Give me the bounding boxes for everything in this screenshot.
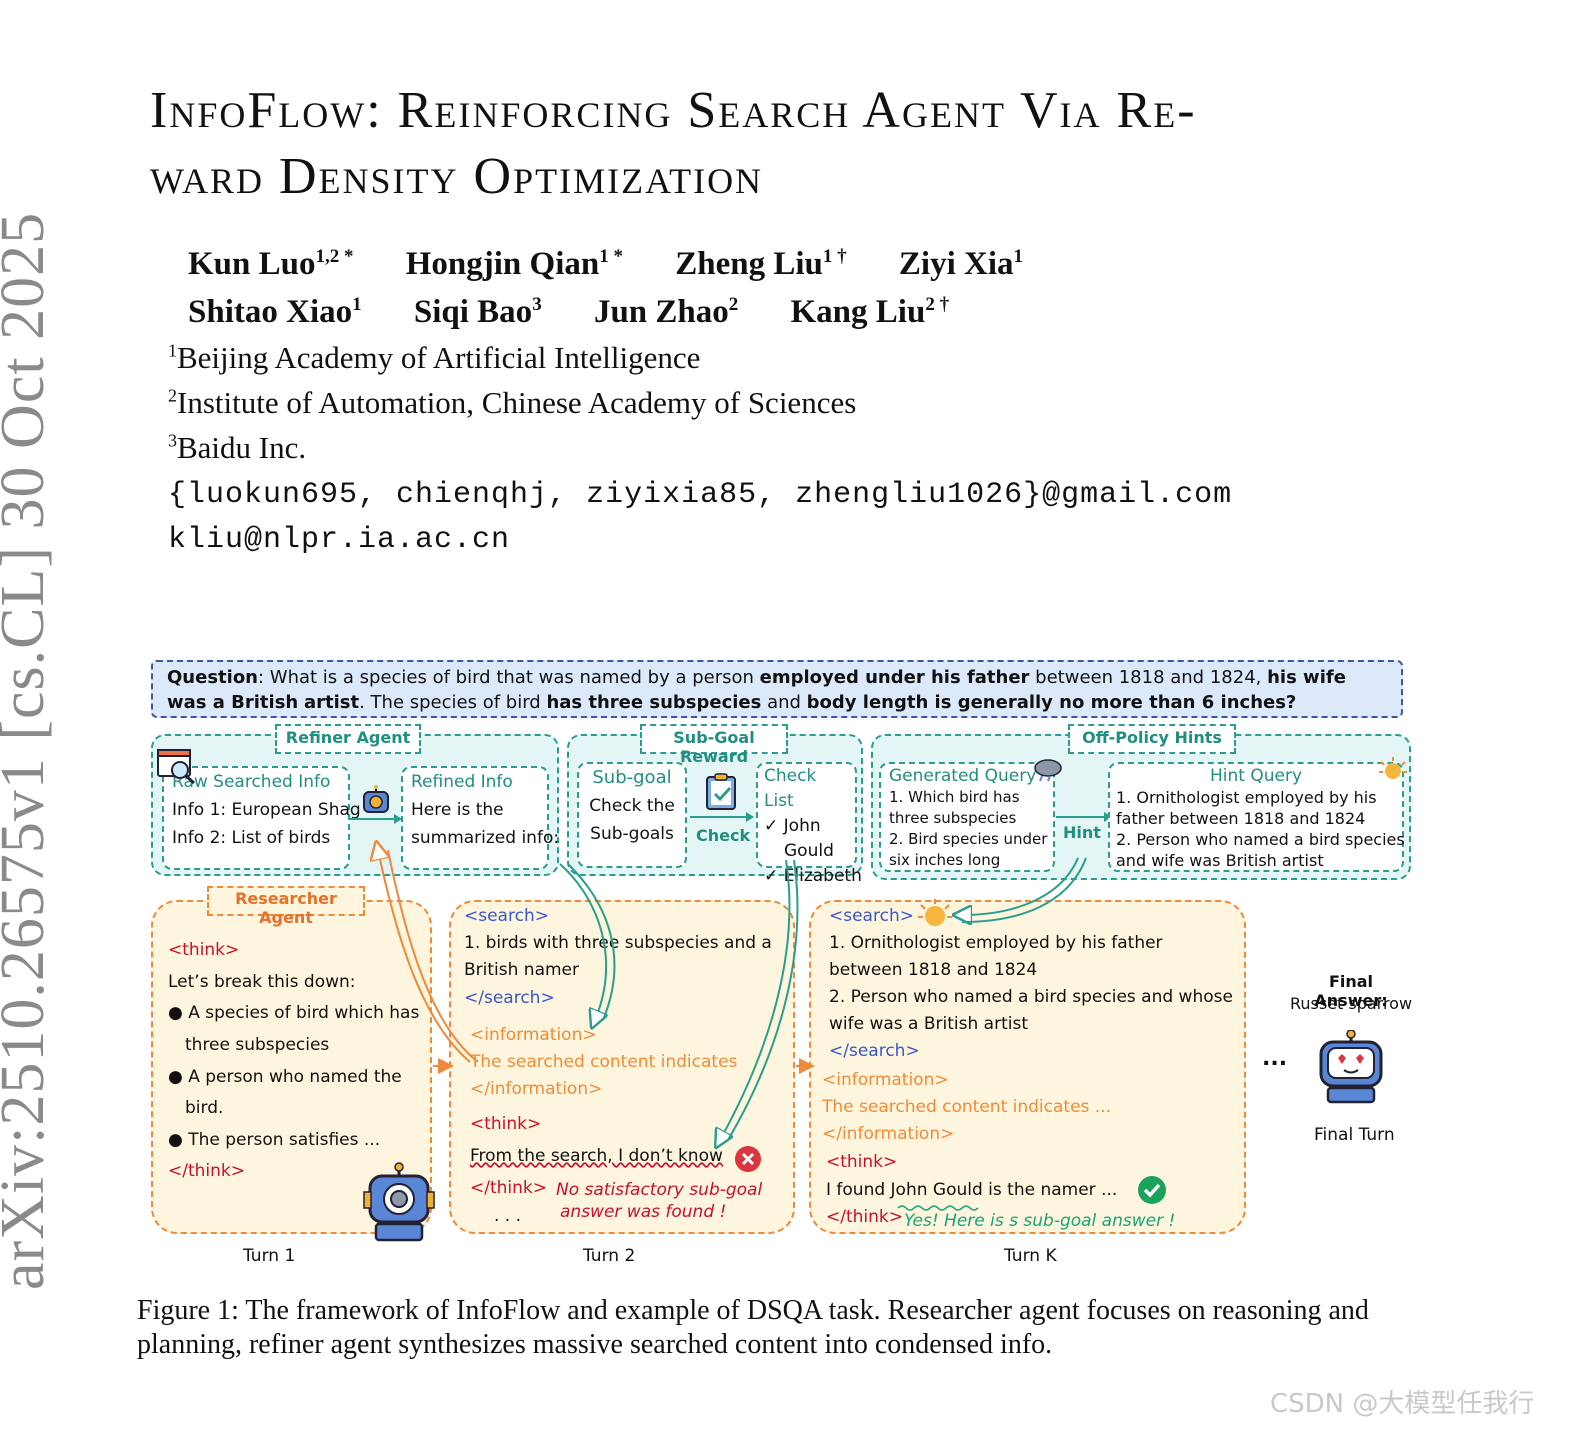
search-query-text: British namer — [464, 960, 579, 980]
search-query-text: 2. Person who named a bird species and w… — [829, 987, 1233, 1007]
author: Kang Liu2 † — [790, 294, 950, 330]
turn-1-bullet: ● A person who named the — [168, 1067, 402, 1087]
failure-note: answer was found ! — [560, 1202, 727, 1222]
turn-1-bullet: three subspecies — [185, 1035, 330, 1055]
turn-1-label: Turn 1 — [243, 1246, 296, 1266]
paper-title: InfoFlow: Reinforcing Search Agent Via R… — [150, 78, 1480, 210]
success-check-icon — [1138, 1176, 1166, 1204]
caption-text: The framework of InfoFlow and example of… — [137, 1295, 1369, 1360]
author: Shitao Xiao1 — [188, 294, 362, 330]
affiliation: 3Baidu Inc. — [168, 430, 307, 465]
title-line-2: ward Density Optimization — [150, 148, 764, 205]
author: Siqi Bao3 — [413, 294, 542, 330]
cloud-icon — [1034, 759, 1062, 782]
turn-k-panel — [809, 900, 1246, 1234]
turn-2-label: Turn 2 — [583, 1246, 636, 1266]
final-robot-icon — [1319, 1030, 1383, 1104]
check-label: Check — [696, 826, 751, 845]
think-text: From the search, I don’t know — [470, 1146, 723, 1166]
web-search-icon — [157, 749, 195, 785]
author: Zheng Liu1 † — [675, 246, 847, 282]
title-line-1: InfoFlow: Reinforcing Search Agent Via R… — [150, 82, 1197, 139]
search-close-tag: </search> — [464, 988, 555, 1008]
author: Hongjin Qian1 * — [405, 246, 623, 282]
information-close-tag: </information> — [822, 1124, 955, 1144]
arrow-raw-to-refined — [350, 814, 402, 824]
author: Jun Zhao2 — [593, 294, 739, 330]
off-policy-hints-tab: Off-Policy Hints — [1068, 724, 1236, 754]
hint-label: Hint — [1063, 823, 1101, 842]
search-open-tag: <search> — [829, 906, 914, 926]
turn-ellipsis: ... — [1262, 1046, 1288, 1071]
information-close-tag: </information> — [470, 1079, 603, 1099]
author-row-2: Shitao Xiao1 Siqi Bao3 Jun Zhao2 Kang Li… — [188, 294, 993, 331]
final-turn-label: Final Turn — [1314, 1125, 1395, 1145]
turn-k-label: Turn K — [1004, 1246, 1057, 1266]
turn-1-text: Let’s break this down: — [168, 972, 356, 992]
think-close-tag: </think> — [470, 1178, 547, 1198]
sub-goal-box: Sub-goal Check the Sub-goals — [577, 762, 687, 868]
think-close-tag: </think> — [168, 1161, 245, 1181]
sun-icon — [1379, 757, 1407, 779]
email-line: {luokun695, chienqhj, ziyixia85, zhengli… — [168, 478, 1233, 512]
final-answer-title: Final Answer: — [1314, 972, 1388, 1010]
author-row-1: Kun Luo1,2 * Hongjin Qian1 * Zheng Liu1 … — [188, 246, 1067, 283]
think-text: I found John Gould is the namer ... — [826, 1180, 1118, 1200]
turn-1-bullet: ● A species of bird which has — [168, 1003, 420, 1023]
caption-label: Figure 1: — [137, 1295, 239, 1326]
information-open-tag: <information> — [470, 1025, 597, 1045]
think-open-tag: <think> — [470, 1114, 542, 1134]
generated-query-box: Generated Query 1. Which bird has three … — [879, 762, 1055, 872]
search-close-tag: </search> — [829, 1041, 920, 1061]
think-open-tag: <think> — [826, 1152, 898, 1172]
csdn-watermark: CSDN @大模型任我行 — [1270, 1389, 1535, 1419]
think-close-tag: </think> — [826, 1207, 903, 1227]
turn-1-bullet: bird. — [185, 1098, 224, 1118]
search-query-text: wife was a British artist — [829, 1014, 1028, 1034]
search-query-text: between 1818 and 1824 — [829, 960, 1038, 980]
search-open-tag: <search> — [464, 906, 549, 926]
search-query-text: 1. Ornithologist employed by his father — [829, 933, 1163, 953]
sun-icon — [918, 899, 952, 926]
information-open-tag: <information> — [822, 1070, 949, 1090]
information-text: The searched content indicates ... — [822, 1097, 1112, 1117]
check-arrow — [690, 812, 754, 822]
refiner-agent-tab: Refiner Agent — [275, 724, 421, 754]
researcher-agent-tab: Researcher Agent — [207, 886, 365, 927]
affiliation: 1Beijing Academy of Artificial Intellige… — [168, 340, 701, 375]
affiliation: 2Institute of Automation, Chinese Academ… — [168, 385, 857, 420]
hint-query-box: Hint Query 1. Ornithologist employed by … — [1108, 762, 1405, 872]
search-query-text: 1. birds with three subspecies and a — [464, 933, 772, 953]
author: Ziyi Xia1 — [898, 246, 1023, 282]
refined-info-box: Refined Info Here is the summarized info… — [401, 766, 559, 870]
failure-note: No satisfactory sub-goal — [556, 1180, 763, 1200]
author: Kun Luo1,2 * — [188, 246, 354, 282]
clipboard-check-icon — [706, 773, 736, 810]
raw-searched-info-box: Raw Searched Info Info 1: European Shag … — [162, 766, 361, 870]
final-answer-value: Russet sparrow — [1289, 994, 1413, 1013]
robot-icon — [363, 785, 389, 813]
figure-caption: Figure 1: The framework of InfoFlow and … — [137, 1294, 1457, 1362]
question-box: Question: What is a species of bird that… — [151, 660, 1403, 718]
sub-goal-reward-tab: Sub-Goal Reward — [640, 724, 788, 766]
continuation-dots: . . . — [494, 1206, 522, 1226]
researcher-robot-icon — [363, 1162, 435, 1242]
turn-1-bullet: ● The person satisfies ... — [168, 1130, 381, 1150]
success-note: Yes! Here is s sub-goal answer ! — [904, 1211, 1176, 1231]
fail-x-icon — [735, 1146, 761, 1172]
email-line: kliu@nlpr.ia.ac.cn — [168, 523, 511, 557]
information-text: The searched content indicates — [470, 1052, 738, 1072]
think-open-tag: <think> — [168, 940, 240, 960]
